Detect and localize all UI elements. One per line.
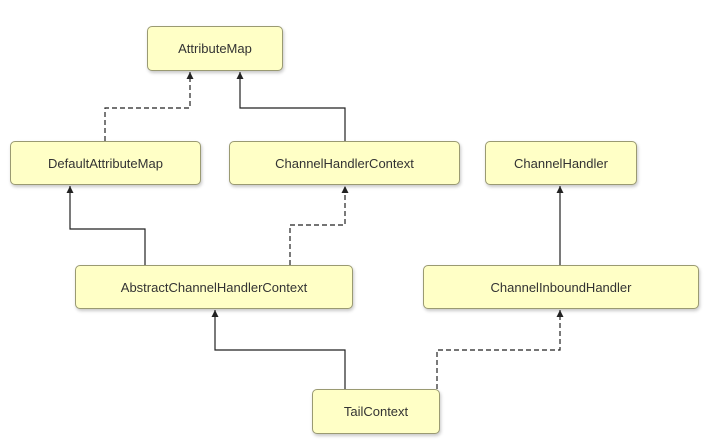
- node-attribute-map: AttributeMap: [147, 26, 283, 71]
- edge-abstract-channel-handler-context-to-default-attribute-map: [66, 186, 146, 265]
- node-tail-context: TailContext: [312, 389, 440, 434]
- node-channel-handler: ChannelHandler: [485, 141, 637, 185]
- edge-tail-context-to-abstract-channel-handler-context: [211, 310, 346, 389]
- node-channel-inbound-handler: ChannelInboundHandler: [423, 265, 699, 309]
- node-default-attribute-map: DefaultAttributeMap: [10, 141, 201, 185]
- node-channel-handler-context: ChannelHandlerContext: [229, 141, 460, 185]
- edge-abstract-channel-handler-context-to-channel-handler-context: [289, 186, 349, 265]
- edge-tail-context-to-channel-inbound-handler: [436, 310, 564, 389]
- edge-channel-handler-context-to-attribute-map: [236, 72, 346, 141]
- edge-default-attribute-map-to-attribute-map: [104, 72, 194, 141]
- node-abstract-channel-handler-context: AbstractChannelHandlerContext: [75, 265, 353, 309]
